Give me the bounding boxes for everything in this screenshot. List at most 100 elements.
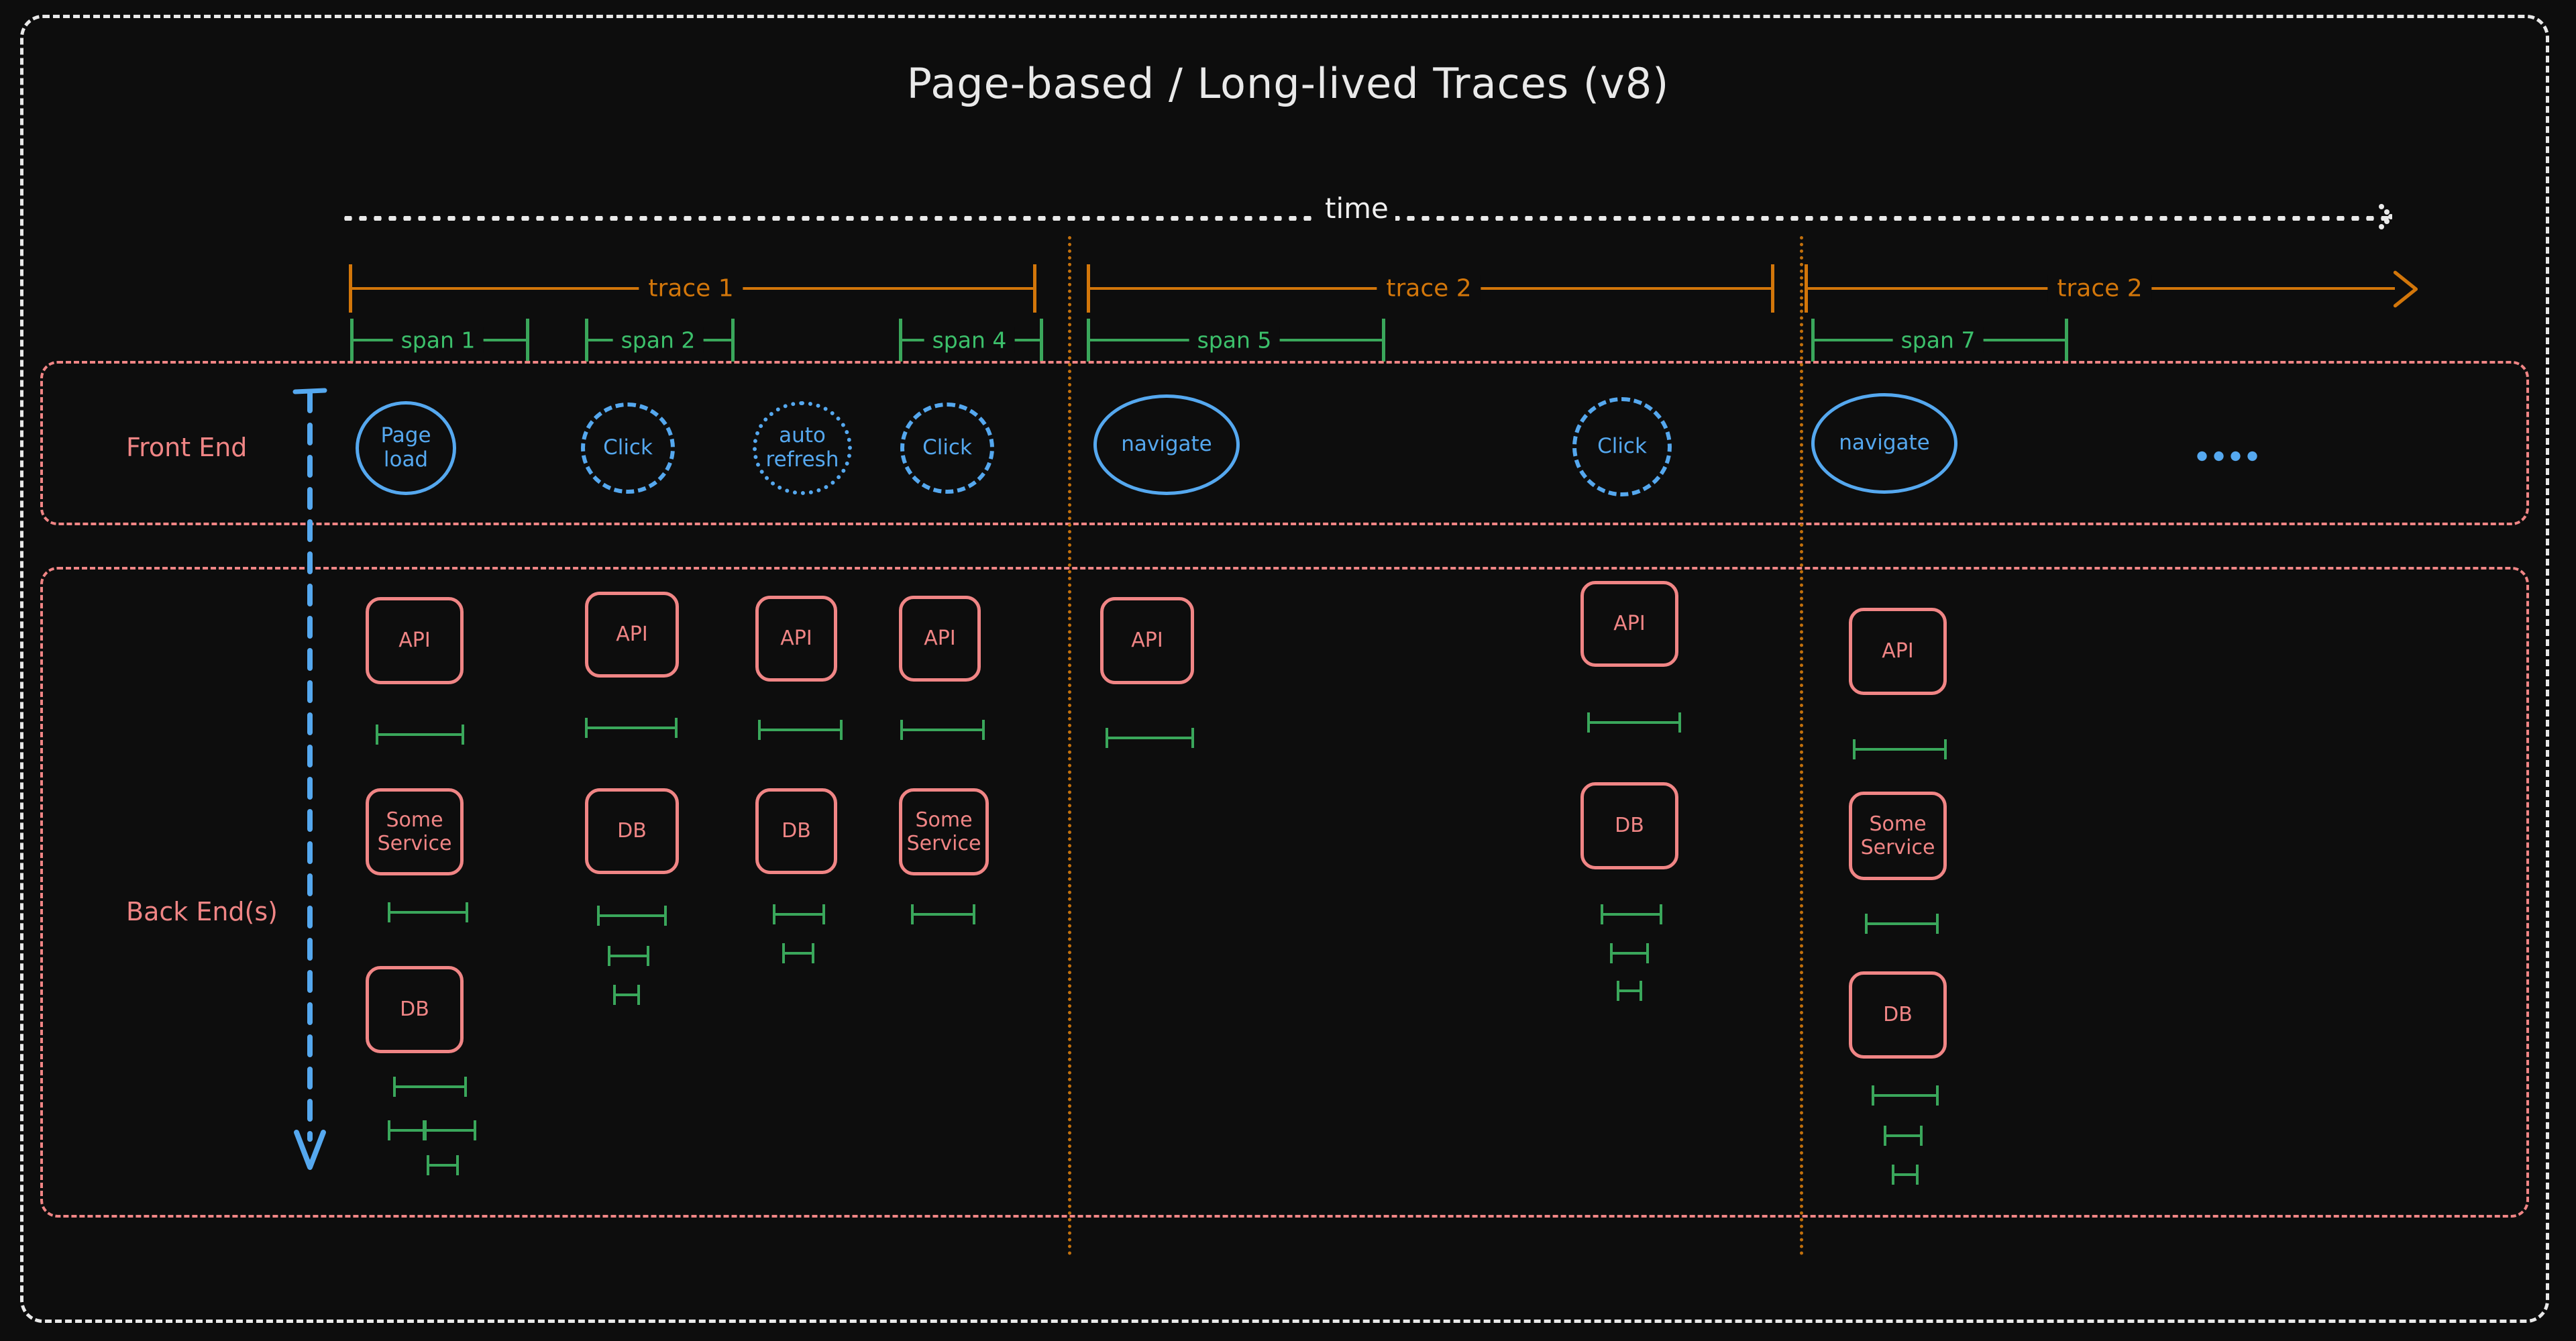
backend-service-node[interactable]: API <box>585 592 679 678</box>
backend-service-node[interactable]: DB <box>1849 971 1947 1059</box>
backend-service-node[interactable]: DB <box>755 788 837 874</box>
span-mark-bar <box>1601 913 1662 916</box>
trace-label: trace 2 <box>2047 274 2152 303</box>
span-mark-bar <box>585 727 678 729</box>
span-mark-start-cap <box>900 720 903 740</box>
span-mark-end-cap <box>466 902 468 922</box>
ellipsis-dots-icon <box>2194 451 2257 462</box>
span-mark-start-cap <box>773 904 775 924</box>
backend-span-mark <box>427 1155 459 1175</box>
backend-service-label: API <box>924 627 956 651</box>
span-mark-end-cap <box>1660 904 1662 924</box>
span-mark-bar <box>1617 989 1642 992</box>
backend-service-label: DB <box>1615 814 1644 838</box>
backend-span-mark <box>1865 914 1939 934</box>
backend-lane-label: Back End(s) <box>126 897 278 926</box>
frontend-event-label: navigate <box>1121 432 1212 457</box>
span-mark-bar <box>613 994 640 996</box>
span-mark-bar <box>388 911 468 914</box>
span-mark-bar <box>393 1085 467 1088</box>
backend-service-node[interactable]: API <box>366 597 464 684</box>
span-mark-start-cap <box>1610 943 1613 963</box>
span-mark-bar <box>1872 1094 1939 1097</box>
span-mark-start-cap <box>597 906 600 926</box>
span-mark-start-cap <box>1601 904 1603 924</box>
trace-end-cap <box>1033 264 1036 313</box>
span-mark-start-cap <box>423 1120 425 1140</box>
trace-section-divider <box>1068 236 1071 1256</box>
frontend-event-node[interactable]: Click <box>900 403 994 494</box>
frontend-event-node[interactable]: navigate <box>1093 394 1240 495</box>
backend-service-node[interactable]: API <box>899 596 981 682</box>
span-end-cap <box>2065 319 2068 362</box>
span-mark-bar <box>376 733 464 736</box>
backend-service-node[interactable]: DB <box>1580 782 1678 869</box>
backend-service-label: DB <box>400 998 429 1022</box>
span-mark-bar <box>1892 1173 1919 1176</box>
span-mark-bar <box>773 913 825 916</box>
span-mark-end-cap <box>1916 1165 1919 1185</box>
span-mark-start-cap <box>1892 1165 1894 1185</box>
span-mark-end-cap <box>1678 712 1681 733</box>
backend-span-mark <box>1892 1165 1919 1185</box>
backend-service-node[interactable]: DB <box>585 788 679 874</box>
frontend-event-node[interactable]: Click <box>1572 397 1672 496</box>
backend-span-mark <box>911 904 975 924</box>
backend-span-mark <box>1601 904 1662 924</box>
span-mark-start-cap <box>758 720 761 740</box>
frontend-event-node[interactable]: navigate <box>1811 393 1957 494</box>
backend-service-node[interactable]: API <box>1849 608 1947 695</box>
span-mark-start-cap <box>1884 1126 1886 1146</box>
backend-span-mark <box>388 902 468 922</box>
frontend-event-node[interactable]: Click <box>581 403 675 494</box>
span-mark-start-cap <box>1587 712 1590 733</box>
span-mark-start-cap <box>1617 981 1619 1001</box>
span-mark-end-cap <box>1936 1085 1939 1106</box>
span-mark-start-cap <box>388 1120 390 1140</box>
backend-span-mark <box>388 1120 427 1140</box>
frontend-event-label: Click <box>603 435 653 460</box>
time-axis-label: time <box>1318 192 1395 225</box>
backend-service-node[interactable]: API <box>1580 581 1678 667</box>
backend-service-node[interactable]: API <box>755 596 837 682</box>
trace-start-cap <box>1087 264 1090 313</box>
span-mark-end-cap <box>1936 914 1939 934</box>
depth-down-arrow-icon <box>292 388 327 1170</box>
backend-service-label: API <box>1131 629 1163 653</box>
backend-span-mark <box>597 906 667 926</box>
backend-span-mark <box>900 720 985 740</box>
span-start-cap <box>585 319 588 362</box>
span-mark-end-cap <box>1191 728 1194 748</box>
backend-service-node[interactable]: DB <box>366 966 464 1053</box>
span-mark-end-cap <box>647 946 649 966</box>
span-mark-end-cap <box>973 904 975 924</box>
backend-service-label: API <box>1613 612 1646 636</box>
span-mark-start-cap <box>388 902 390 922</box>
span-mark-end-cap <box>982 720 985 740</box>
span-mark-start-cap <box>608 946 610 966</box>
span-mark-start-cap <box>427 1155 429 1175</box>
span-mark-start-cap <box>1865 914 1868 934</box>
backend-span-mark <box>613 985 640 1005</box>
backend-service-label: DB <box>782 819 811 843</box>
backend-span-mark <box>376 725 464 745</box>
span-start-cap <box>899 319 902 362</box>
span-mark-start-cap <box>376 725 378 745</box>
timeline-span-label: span 2 <box>612 327 704 354</box>
timeline-span-label: span 7 <box>1892 327 1984 354</box>
span-mark-bar <box>782 952 814 955</box>
backend-service-node[interactable]: API <box>1100 597 1194 684</box>
span-mark-bar <box>1610 952 1649 955</box>
backend-lane <box>40 567 2529 1218</box>
span-mark-bar <box>1865 922 1939 925</box>
span-mark-end-cap <box>675 718 678 738</box>
